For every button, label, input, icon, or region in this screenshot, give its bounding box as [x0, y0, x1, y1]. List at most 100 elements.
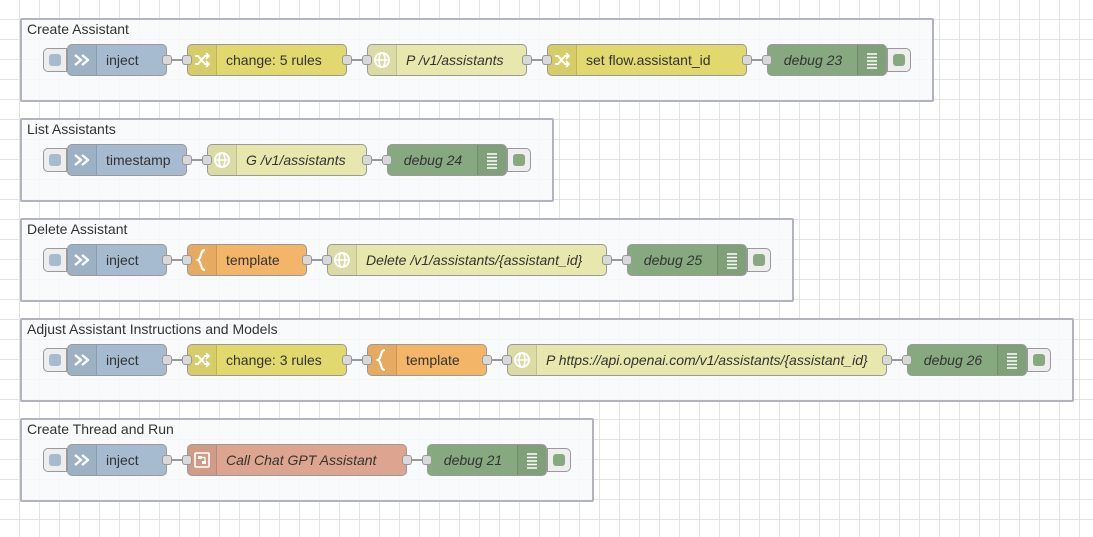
wire[interactable]	[747, 59, 767, 61]
node-inject[interactable]: inject	[67, 244, 172, 276]
node-label: Delete /v1/assistants/{assistant_id}	[366, 252, 583, 268]
inject-trigger-button[interactable]	[43, 48, 67, 72]
wire[interactable]	[167, 59, 187, 61]
debug-toggle-button[interactable]	[507, 148, 531, 172]
wire[interactable]	[307, 259, 327, 261]
input-port[interactable]	[182, 55, 192, 65]
wire[interactable]	[167, 359, 187, 361]
node-debug[interactable]: debug 25	[622, 244, 747, 276]
input-port[interactable]	[182, 455, 192, 465]
shuffle-icon	[188, 45, 217, 75]
output-port[interactable]	[162, 255, 172, 265]
arrow-in-icon	[68, 345, 97, 375]
wire[interactable]	[347, 359, 367, 361]
output-port[interactable]	[302, 255, 312, 265]
input-port[interactable]	[182, 255, 192, 265]
arrow-in-icon	[68, 245, 97, 275]
list-icon	[997, 345, 1026, 375]
output-port[interactable]	[162, 455, 172, 465]
node-label: debug 21	[443, 452, 503, 468]
node-label: inject	[106, 52, 139, 68]
list-icon	[477, 145, 506, 175]
wire[interactable]	[167, 259, 187, 261]
list-icon	[857, 45, 886, 75]
input-port[interactable]	[762, 55, 772, 65]
node-http-request[interactable]: P https://api.openai.com/v1/assistants/{…	[502, 344, 892, 376]
inject-trigger-button[interactable]	[43, 348, 67, 372]
node-inject[interactable]: inject	[67, 444, 172, 476]
inject-trigger-button[interactable]	[43, 248, 67, 272]
node-http-request[interactable]: P /v1/assistants	[362, 44, 532, 76]
node-debug[interactable]: debug 26	[902, 344, 1027, 376]
node-debug[interactable]: debug 21	[422, 444, 547, 476]
debug-toggle-button[interactable]	[887, 48, 911, 72]
group-label: Adjust Assistant Instructions and Models	[27, 321, 278, 337]
node-label: debug 26	[923, 352, 983, 368]
debug-toggle-button[interactable]	[1027, 348, 1051, 372]
input-port[interactable]	[622, 255, 632, 265]
list-icon	[717, 245, 746, 275]
input-port[interactable]	[362, 55, 372, 65]
input-port[interactable]	[422, 455, 432, 465]
wire[interactable]	[187, 159, 207, 161]
output-port[interactable]	[482, 355, 492, 365]
input-port[interactable]	[362, 355, 372, 365]
input-port[interactable]	[902, 355, 912, 365]
output-port[interactable]	[182, 155, 192, 165]
shuffle-icon	[188, 345, 217, 375]
wire[interactable]	[407, 459, 427, 461]
node-label: change: 3 rules	[226, 352, 322, 368]
output-port[interactable]	[342, 55, 352, 65]
output-port[interactable]	[522, 55, 532, 65]
node-label: inject	[106, 352, 139, 368]
output-port[interactable]	[882, 355, 892, 365]
node-inject[interactable]: timestamp	[67, 144, 192, 176]
node-template[interactable]: template	[362, 344, 492, 376]
wire[interactable]	[367, 159, 387, 161]
input-port[interactable]	[502, 355, 512, 365]
subflow-icon	[188, 445, 217, 475]
node-template[interactable]: template	[182, 244, 312, 276]
input-port[interactable]	[322, 255, 332, 265]
arrow-in-icon	[68, 445, 97, 475]
input-port[interactable]	[542, 55, 552, 65]
wire[interactable]	[347, 59, 367, 61]
wire[interactable]	[487, 359, 507, 361]
output-port[interactable]	[602, 255, 612, 265]
node-label: Call Chat GPT Assistant	[226, 452, 377, 468]
shuffle-icon	[548, 45, 577, 75]
node-label: template	[406, 352, 460, 368]
output-port[interactable]	[742, 55, 752, 65]
node-debug[interactable]: debug 24	[382, 144, 507, 176]
wire[interactable]	[527, 59, 547, 61]
output-port[interactable]	[162, 355, 172, 365]
output-port[interactable]	[362, 155, 372, 165]
node-change[interactable]: change: 5 rules	[182, 44, 352, 76]
debug-toggle-button[interactable]	[747, 248, 771, 272]
node-label: P /v1/assistants	[406, 52, 504, 68]
node-label: debug 24	[403, 152, 463, 168]
wire[interactable]	[607, 259, 627, 261]
wire[interactable]	[887, 359, 907, 361]
node-http-request[interactable]: Delete /v1/assistants/{assistant_id}	[322, 244, 612, 276]
inject-trigger-button[interactable]	[43, 448, 67, 472]
output-port[interactable]	[162, 55, 172, 65]
node-change[interactable]: set flow.assistant_id	[542, 44, 752, 76]
node-inject[interactable]: inject	[67, 44, 172, 76]
output-port[interactable]	[342, 355, 352, 365]
node-http-request[interactable]: G /v1/assistants	[202, 144, 372, 176]
node-change[interactable]: change: 3 rules	[182, 344, 352, 376]
node-subflow[interactable]: Call Chat GPT Assistant	[182, 444, 412, 476]
inject-trigger-button[interactable]	[43, 148, 67, 172]
node-inject[interactable]: inject	[67, 344, 172, 376]
input-port[interactable]	[382, 155, 392, 165]
group-label: Delete Assistant	[27, 221, 128, 237]
node-debug[interactable]: debug 23	[762, 44, 887, 76]
input-port[interactable]	[182, 355, 192, 365]
wire[interactable]	[167, 459, 187, 461]
input-port[interactable]	[202, 155, 212, 165]
node-label: debug 23	[783, 52, 843, 68]
output-port[interactable]	[402, 455, 412, 465]
debug-toggle-button[interactable]	[547, 448, 571, 472]
